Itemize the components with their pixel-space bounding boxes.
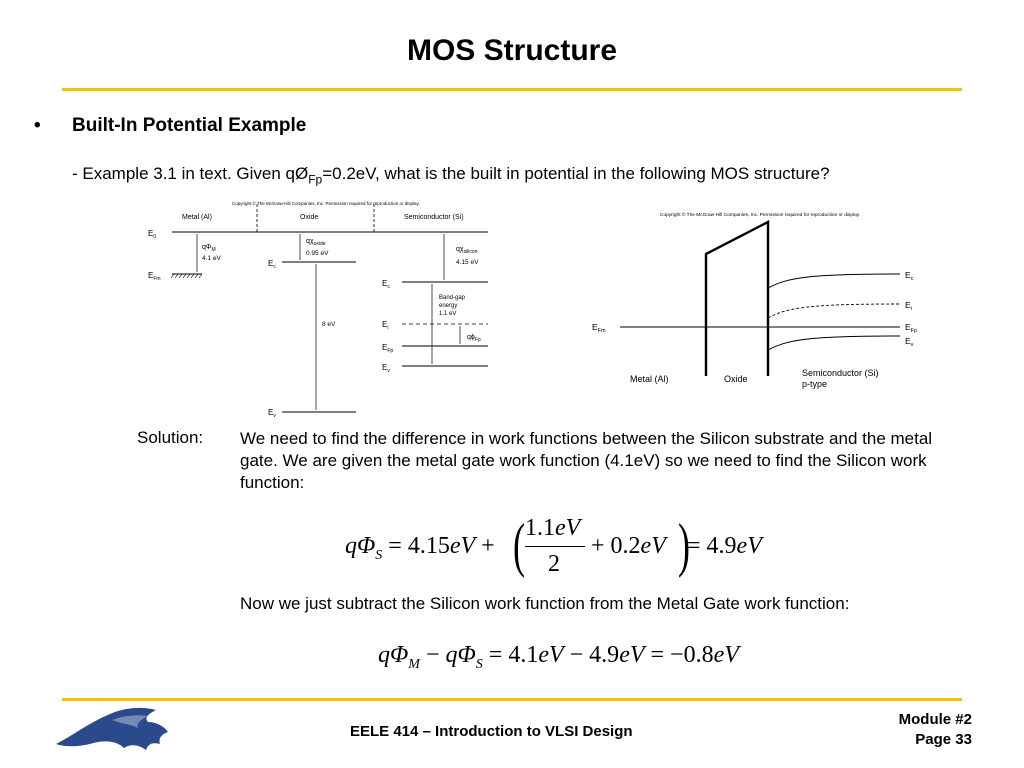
label-semiconductor: Semiconductor (Si) — [404, 214, 464, 221]
equation-silicon-work-function: qΦS = 4.15eV + ( 1.1eV 2 + 0.2eV ) = 4.9… — [345, 512, 762, 578]
example-statement: - Example 3.1 in text. Given qØFp=0.2eV,… — [72, 164, 830, 187]
label-qchi-si: qχsilicon — [456, 246, 478, 255]
module-page-info: Module #2 Page 33 — [899, 710, 972, 750]
label-Ev-oxide: Ev — [268, 408, 276, 419]
label-metal-eq: Metal (Al) — [630, 374, 669, 384]
label-bandgap-1: Band-gap — [439, 295, 466, 301]
slide-title: MOS Structure — [406, 34, 618, 67]
label-Ec-si: Ec — [382, 279, 390, 290]
value-qchi-oxide: 0.95 eV — [306, 250, 329, 257]
solution-text: We need to find the difference in work f… — [240, 429, 933, 492]
label-Ec-oxide: Ec — [268, 259, 276, 270]
course-name: EELE 414 – Introduction to VLSI Design — [350, 723, 633, 740]
close-paren: ) — [677, 512, 690, 578]
label-qphiM: qΦM — [202, 244, 216, 253]
value-qphiM: 4.1 eV — [202, 255, 221, 262]
label-Ev-si: Ev — [382, 363, 390, 374]
label-bandgap-2: energy — [439, 303, 457, 309]
bottom-rule — [62, 698, 962, 701]
solution-label: Solution: — [137, 428, 204, 447]
oxide-band-outline — [704, 220, 770, 376]
bobcat-logo-icon — [56, 707, 168, 750]
label-bandgap-3: 1.1 eV — [439, 311, 456, 317]
label-oxide: Oxide — [300, 214, 318, 221]
band-copyright: Copyright © The McGraw-Hill Companies, I… — [232, 200, 420, 206]
label-Ec-eq: Ec — [905, 270, 914, 282]
label-qphiFp: qϕFp — [467, 334, 481, 343]
module-number: Module #2 — [898, 711, 972, 728]
value-oxide-gap: 8 eV — [322, 321, 336, 328]
fraction-denominator: 2 — [548, 551, 560, 577]
equilibrium-diagram-figure: Copyright © The McGraw-Hill Companies, I… — [592, 211, 917, 389]
label-E0: E0 — [148, 229, 156, 240]
label-semi-eq-2: p-type — [802, 379, 827, 389]
label-oxide-eq: Oxide — [724, 374, 748, 384]
label-Ei: Ei — [382, 320, 388, 331]
label-EFm-eq: EFm — [592, 322, 606, 334]
label-EFp-eq: EFp — [905, 322, 917, 334]
label-qchi-oxide: qχoxide — [306, 238, 326, 247]
fraction-numerator: 1.1eV — [525, 515, 581, 541]
ev-curve — [767, 335, 901, 351]
ec-curve — [767, 273, 901, 289]
metal-hatch — [170, 273, 203, 279]
bullet-marker: • — [34, 115, 41, 136]
band-diagram-figure: Copyright © The McGraw-Hill Companies, I… — [148, 200, 488, 419]
label-EFm: EFm — [148, 271, 161, 282]
label-EFp: EFp — [382, 343, 393, 354]
top-rule — [62, 88, 962, 91]
equilibrium-copyright: Copyright © The McGraw-Hill Companies, I… — [660, 211, 860, 218]
label-semi-eq-1: Semiconductor (Si) — [802, 368, 879, 378]
open-paren: ( — [512, 512, 525, 578]
label-metal: Metal (Al) — [182, 214, 212, 221]
value-qchi-si: 4.15 eV — [456, 259, 479, 266]
label-Ev-eq: Ev — [905, 336, 914, 348]
page-number: Page 33 — [915, 731, 972, 748]
section-heading: Built-In Potential Example — [72, 115, 307, 136]
label-Ei-eq: Ei — [905, 300, 912, 312]
ei-curve — [767, 303, 901, 319]
fraction-bar — [525, 546, 585, 547]
equation-built-in-potential: qΦM − qΦS = 4.1eV − 4.9eV = −0.8eV — [378, 642, 739, 672]
subtract-instruction: Now we just subtract the Silicon work fu… — [240, 594, 850, 613]
